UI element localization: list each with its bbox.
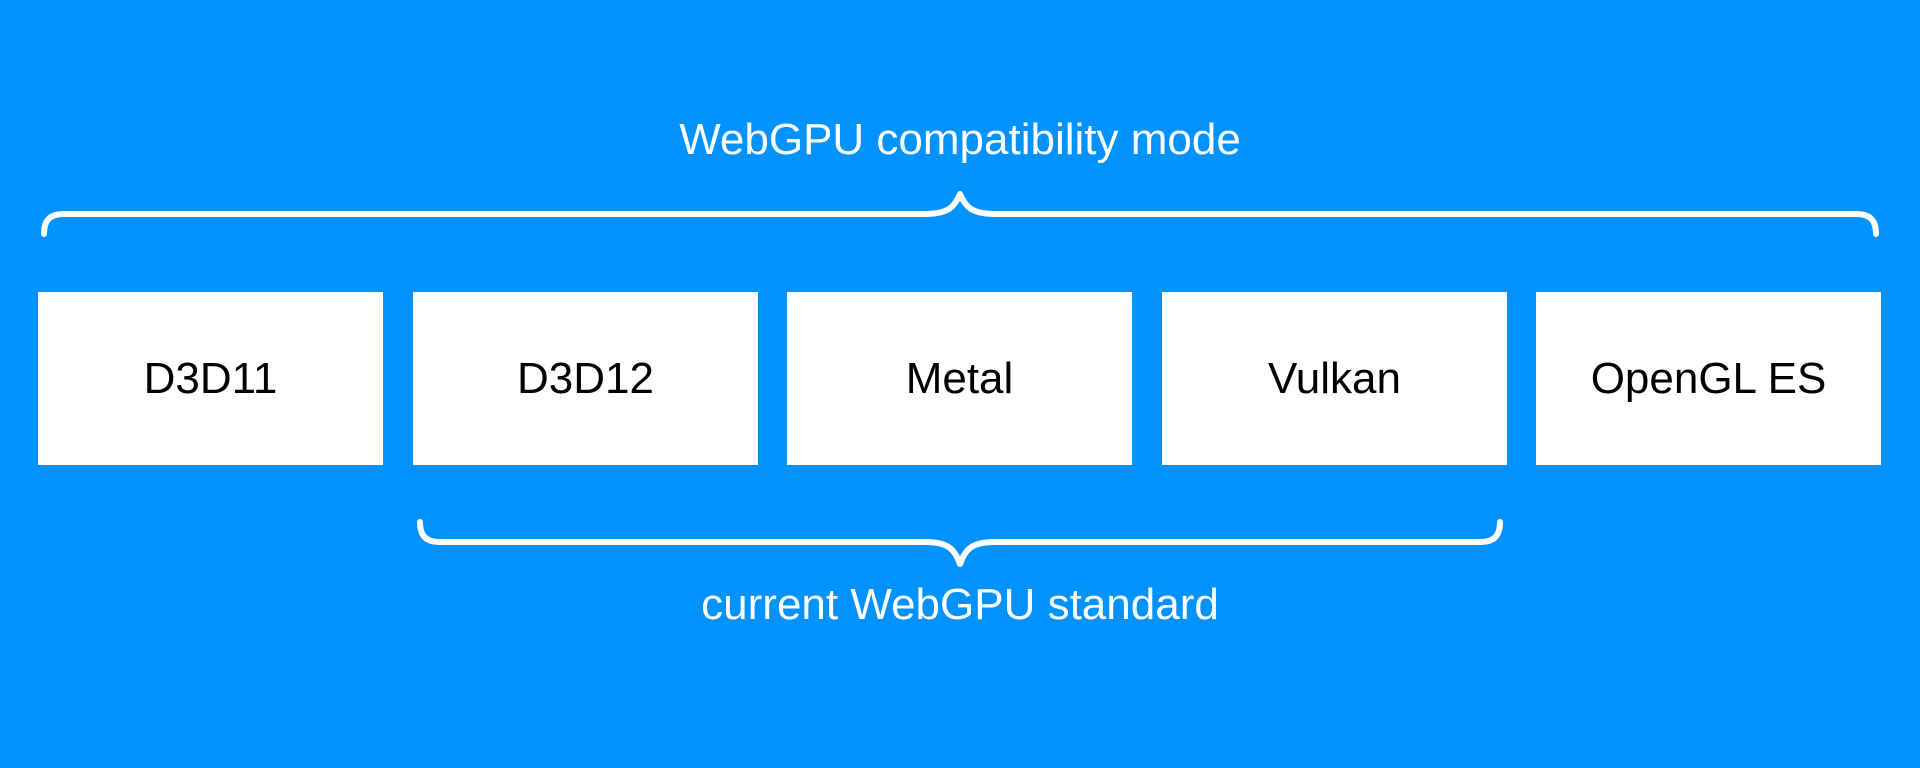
current-standard-label: current WebGPU standard	[701, 580, 1219, 629]
backend-box-d3d12: D3D12	[413, 292, 758, 465]
backend-box-d3d11: D3D11	[38, 292, 383, 465]
compat-mode-label: WebGPU compatibility mode	[679, 115, 1241, 164]
backend-box-vulkan: Vulkan	[1162, 292, 1507, 465]
backend-box-metal: Metal	[787, 292, 1132, 465]
backend-label-d3d12: D3D12	[517, 353, 654, 403]
backend-label-d3d11: D3D11	[143, 353, 278, 403]
backend-label-metal: Metal	[905, 353, 1014, 403]
backend-label-opengl-es: OpenGL ES	[1590, 353, 1827, 403]
backend-label-vulkan: Vulkan	[1268, 353, 1401, 403]
backend-box-opengl-es: OpenGL ES	[1536, 292, 1881, 465]
